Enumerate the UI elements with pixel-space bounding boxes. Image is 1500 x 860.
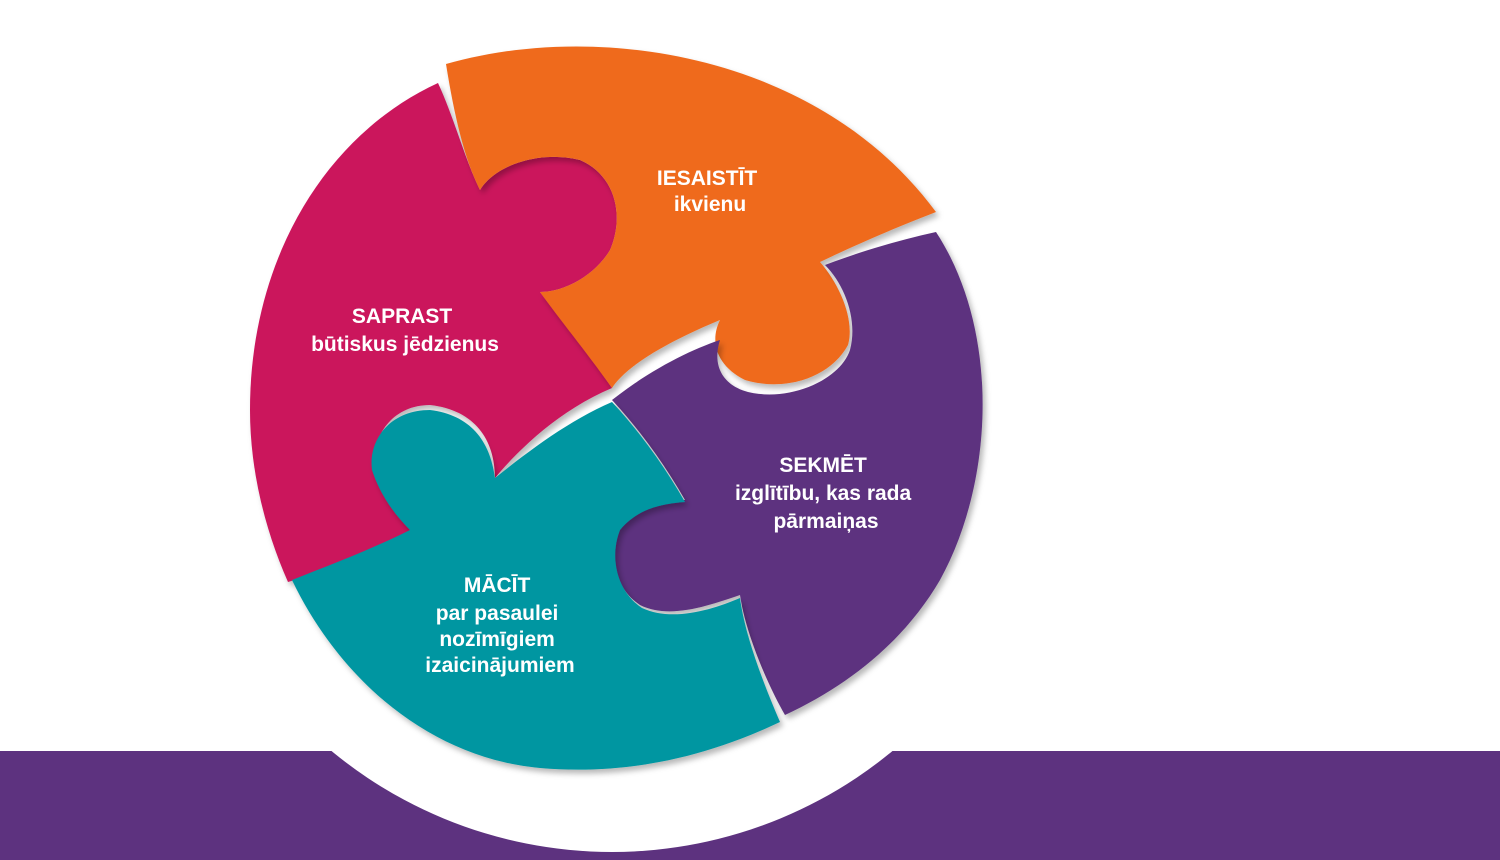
puzzle-piece-right (612, 232, 983, 715)
piece-right-label: SEKMĒT izglītību, kas rada pārmaiņas (735, 454, 917, 533)
puzzle-piece-top (446, 46, 936, 388)
piece-right-body-line2: pārmaiņas (773, 510, 878, 533)
piece-left-body: būtiskus jēdzienus (311, 333, 499, 356)
piece-top-body: ikvienu (674, 193, 746, 216)
piece-bottom-body-line3: izaicinājumiem (425, 654, 574, 677)
piece-bottom-head: MĀCĪT (464, 574, 531, 597)
piece-right-body-line1: izglītību, kas rada (735, 482, 912, 505)
puzzle-piece-bottom (292, 402, 780, 770)
piece-bottom-body-line2: nozīmīgiem (439, 628, 555, 651)
piece-bottom-body-line1: par pasaulei (436, 602, 559, 625)
piece-left-label: SAPRAST būtiskus jēdzienus (311, 305, 499, 356)
piece-top-head: IESAISTĪT (657, 167, 758, 190)
puzzle-piece-left (250, 83, 617, 582)
piece-left-head: SAPRAST (352, 305, 453, 328)
piece-right-head: SEKMĒT (779, 454, 867, 477)
piece-bottom-label: MĀCĪT par pasaulei nozīmīgiem izaicināju… (425, 574, 574, 677)
piece-top-label: IESAISTĪT ikvienu (657, 167, 763, 216)
